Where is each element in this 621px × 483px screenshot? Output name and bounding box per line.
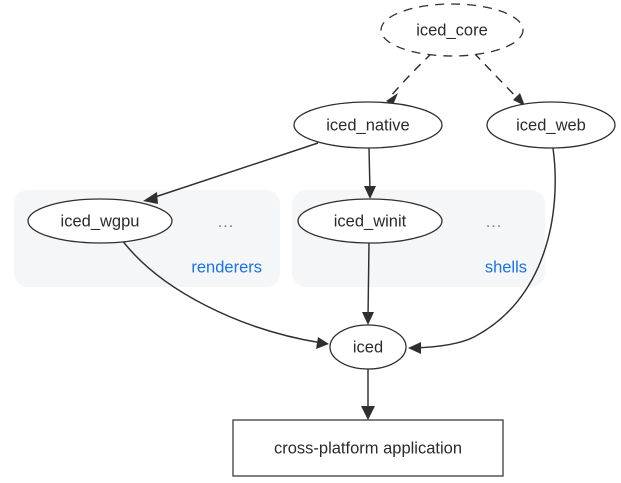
edge-iced-web-to-iced (408, 147, 556, 354)
edge-iced-core-to-iced-native (386, 52, 433, 105)
edge-line (368, 147, 371, 193)
node-application-label: cross-platform application (274, 439, 462, 457)
node-application-shape[interactable] (232, 419, 504, 477)
arrow-head (513, 93, 525, 106)
edge-line (367, 242, 370, 319)
edge-line (473, 52, 522, 103)
edge-iced-native-to-iced-wgpu (143, 142, 319, 204)
arrow-head (143, 192, 158, 204)
arrow-head (408, 342, 421, 354)
node-iced-native-shape[interactable] (293, 101, 443, 149)
node-iced-winit-label: iced_winit (334, 212, 407, 230)
edge-iced-wgpu-to-iced (121, 239, 329, 349)
node-iced-core-label: iced_core (416, 21, 488, 39)
node-iced-wgpu-shape[interactable] (27, 198, 173, 244)
node-iced-core[interactable]: iced_core (380, 3, 524, 57)
node-iced-native-label: iced_native (326, 116, 409, 134)
node-iced-label: iced (353, 338, 383, 356)
node-iced-winit-shape[interactable] (297, 198, 443, 244)
edge-line (121, 239, 323, 344)
edge-iced-core-to-iced-web (473, 52, 525, 106)
edge-line (389, 52, 433, 98)
arrow-head (364, 186, 376, 199)
shells-ellipsis-label: ... (486, 214, 502, 231)
node-iced-web-shape[interactable] (486, 101, 616, 149)
node-iced-web[interactable]: iced_web (486, 101, 616, 149)
node-iced-winit[interactable]: iced_winit (297, 198, 443, 244)
edge-iced-winit-to-iced (362, 242, 374, 325)
edge-iced-to-application (361, 369, 375, 420)
arrow-head (386, 93, 398, 105)
node-cross-platform-application[interactable]: cross-platform application (232, 419, 504, 477)
node-iced[interactable]: iced (329, 324, 407, 370)
edge-line (148, 142, 319, 200)
node-iced-shape[interactable] (329, 324, 407, 370)
edge-line (414, 147, 556, 349)
node-iced-wgpu[interactable]: iced_wgpu (27, 198, 173, 244)
arrow-head (362, 312, 374, 325)
renderers-ellipsis-label: ... (218, 214, 234, 231)
node-iced-core-shape[interactable] (380, 3, 524, 57)
node-iced-native[interactable]: iced_native (293, 101, 443, 149)
node-iced-wgpu-label: iced_wgpu (61, 212, 140, 230)
node-iced-web-label: iced_web (516, 116, 586, 134)
edge-iced-native-to-iced-winit (364, 147, 376, 199)
cluster-shells-label: shells (485, 258, 527, 276)
arrow-head (316, 337, 329, 349)
arrow-head (361, 406, 375, 420)
cluster-renderers-label: renderers (191, 258, 262, 276)
